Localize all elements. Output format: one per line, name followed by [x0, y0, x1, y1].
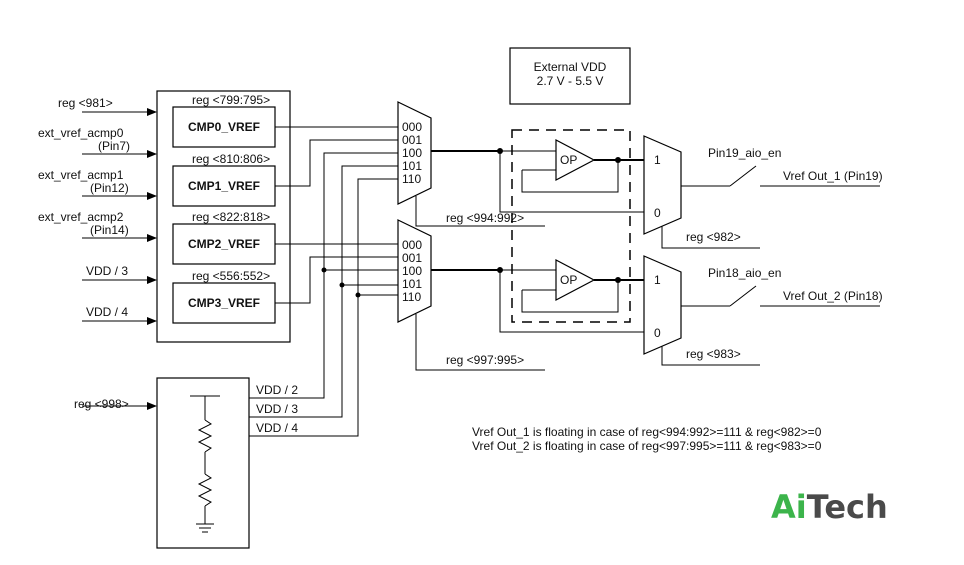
- external-vdd-line1: External VDD: [534, 60, 607, 74]
- cmp3-name: CMP3_VREF: [188, 296, 260, 310]
- label-pin12: (Pin12): [90, 181, 129, 195]
- output-mux-1-select-label: reg <982>: [686, 230, 741, 244]
- logo-part-tech: Tech: [807, 488, 888, 526]
- mux-bottom-code-100: 100: [402, 264, 422, 278]
- cmp2-name: CMP2_VREF: [188, 237, 260, 251]
- cmp3-box: [172, 282, 276, 324]
- mux-top-code-110: 110: [402, 172, 421, 186]
- mux-input-wiring: [249, 126, 398, 437]
- label-reg981: reg <981>: [58, 96, 113, 110]
- output-mux-2-shape: [643, 255, 682, 355]
- mux-bottom-code-000: 000: [402, 238, 422, 252]
- note-vref-out1: Vref Out_1 is floating in case of reg<99…: [472, 425, 822, 439]
- logo-part-ai: Ai: [771, 488, 807, 526]
- cmp0-name: CMP0_VREF: [188, 120, 260, 134]
- output-switch-2: Pin18_aio_en Vref Out_2 (Pin18): [681, 266, 883, 307]
- label-vdd4-in: VDD / 4: [86, 305, 128, 319]
- cmp1-name: CMP1_VREF: [188, 179, 260, 193]
- opamp-2-icon: [555, 259, 596, 301]
- external-vdd-line2: 2.7 V - 5.5 V: [537, 74, 604, 88]
- mux-select-lines: reg <994:992> reg <997:995>: [415, 196, 545, 371]
- cmp1-reg-label: reg <810:806>: [192, 152, 270, 166]
- cmp1-box: [172, 165, 276, 207]
- output-mux-1-shape: [643, 135, 682, 235]
- label-ext-vref-acmp1: ext_vref_acmp1: [38, 168, 124, 182]
- opamp-1-icon: [555, 139, 596, 181]
- buffer-path-2: OP: [431, 259, 644, 333]
- mux-top-code-001: 001: [402, 133, 422, 147]
- cmp1-block: reg <810:806> CMP1_VREF: [172, 152, 276, 207]
- note-vref-out2: Vref Out_2 is floating in case of reg<99…: [472, 439, 822, 453]
- mux-bottom-code-001: 001: [402, 251, 422, 265]
- output-mux-1: 1 0 reg <982>: [643, 135, 760, 249]
- label-ext-vref-acmp2: ext_vref_acmp2: [38, 210, 124, 224]
- external-vdd-rect: [509, 47, 631, 105]
- label-vdd4-out: VDD / 4: [256, 421, 298, 435]
- floating-notes: Vref Out_1 is floating in case of reg<99…: [472, 425, 822, 453]
- mux-top: 000 001 100 101 110: [397, 101, 432, 205]
- external-vdd-domain: [511, 129, 631, 323]
- logo-text: AiTech: [771, 488, 888, 526]
- output-switch-1: Pin19_aio_en Vref Out_1 (Pin19): [681, 146, 883, 187]
- mux-bottom: 000 001 100 101 110: [397, 219, 432, 323]
- buffer-path-1: OP: [431, 139, 644, 213]
- label-vdd3-out: VDD / 3: [256, 402, 298, 416]
- pin19-aio-en-label: Pin19_aio_en: [708, 146, 781, 160]
- cmp0-reg-label: reg <799:795>: [192, 93, 270, 107]
- label-reg998: reg <998>: [74, 397, 129, 411]
- mux-top-select-label: reg <994:992>: [446, 211, 524, 225]
- resistor-bottom-icon: [197, 473, 213, 507]
- opamp-2-label: OP: [560, 273, 577, 287]
- switch-2-icon: [729, 285, 757, 307]
- input-labels: reg <981> ext_vref_acmp0 (Pin7) ext_vref…: [38, 96, 130, 411]
- divider-output-labels: VDD / 2 VDD / 3 VDD / 4: [256, 383, 298, 435]
- output-mux-2-select-label: reg <983>: [686, 347, 741, 361]
- cmp3-reg-label: reg <556:552>: [192, 269, 270, 283]
- output-mux-2-in1: 1: [654, 273, 661, 287]
- mux-top-code-000: 000: [402, 120, 422, 134]
- label-pin14: (Pin14): [90, 223, 129, 237]
- switch-1-icon: [729, 165, 757, 187]
- mux-top-code-101: 101: [402, 159, 422, 173]
- label-pin7: (Pin7): [98, 139, 130, 153]
- mux-bottom-code-101: 101: [402, 277, 422, 291]
- cmp2-block: reg <822:818> CMP2_VREF: [172, 210, 276, 265]
- resistor-ladder: [190, 395, 220, 533]
- label-vdd2-out: VDD / 2: [256, 383, 298, 397]
- mux-top-shape: [397, 101, 432, 205]
- output-mux-1-in1: 1: [654, 153, 661, 167]
- vref-out1-label: Vref Out_1 (Pin19): [783, 169, 883, 183]
- vref-out2-label: Vref Out_2 (Pin18): [783, 289, 883, 303]
- mux-top-code-100: 100: [402, 146, 422, 160]
- ground-icon: [196, 523, 214, 533]
- mux-bottom-select-label: reg <997:995>: [446, 353, 524, 367]
- pin18-aio-en-label: Pin18_aio_en: [708, 266, 781, 280]
- external-vdd-box: External VDD 2.7 V - 5.5 V: [509, 47, 631, 105]
- aitech-logo: AiTech: [771, 488, 888, 526]
- input-arrows: [82, 108, 157, 410]
- cmp2-box: [172, 223, 276, 265]
- cmp2-reg-label: reg <822:818>: [192, 210, 270, 224]
- mux-bottom-code-110: 110: [402, 290, 421, 304]
- label-ext-vref-acmp0: ext_vref_acmp0: [38, 126, 124, 140]
- mux-bottom-shape: [397, 219, 432, 323]
- cmp3-block: reg <556:552> CMP3_VREF: [172, 269, 276, 324]
- resistor-top-icon: [197, 419, 213, 453]
- label-vdd3-in: VDD / 3: [86, 264, 128, 278]
- resistor-divider-block: [156, 377, 250, 549]
- output-mux-2-in0: 0: [654, 326, 661, 340]
- output-mux-1-in0: 0: [654, 206, 661, 220]
- cmp0-block: reg <799:795> CMP0_VREF: [172, 93, 276, 148]
- opamp-1-label: OP: [560, 153, 577, 167]
- output-mux-2: 1 0 reg <983>: [643, 255, 760, 366]
